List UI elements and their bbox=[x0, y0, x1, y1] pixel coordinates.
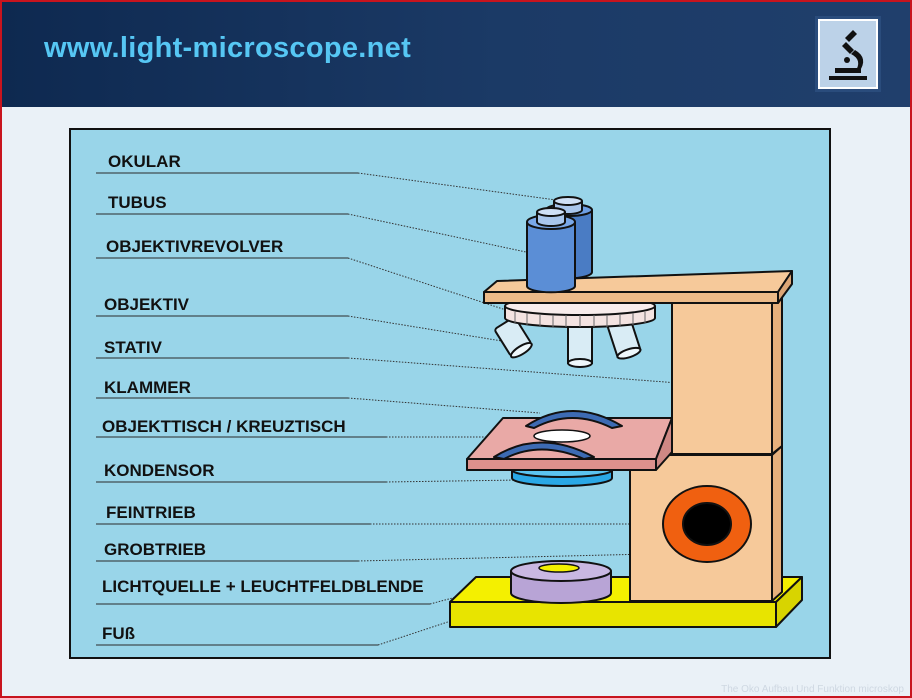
label-objekttisch: OBJEKTTISCH / KREUZTISCH bbox=[102, 417, 346, 436]
focus-knob bbox=[662, 485, 752, 563]
objectives bbox=[494, 315, 642, 368]
stage bbox=[466, 417, 673, 471]
label-okular: OKULAR bbox=[108, 152, 181, 171]
label-tubus: TUBUS bbox=[108, 193, 167, 212]
header-bar: www.light-microscope.net bbox=[2, 2, 910, 107]
label-objektivrevolver: OBJEKTIVREVOLVER bbox=[106, 237, 284, 256]
label-feintrieb: FEINTRIEB bbox=[106, 503, 196, 522]
site-url[interactable]: www.light-microscope.net bbox=[44, 32, 412, 64]
label-kondensor: KONDENSOR bbox=[104, 461, 215, 480]
label-fuss: FUß bbox=[102, 624, 136, 643]
label-grobtrieb: GROBTRIEB bbox=[104, 540, 206, 559]
stage-clips bbox=[493, 410, 623, 460]
stand-upper bbox=[671, 291, 783, 455]
microscope-icon bbox=[815, 16, 881, 92]
label-stativ: STATIV bbox=[104, 338, 162, 357]
label-klammer: KLAMMER bbox=[104, 378, 191, 397]
light-source bbox=[510, 560, 612, 604]
label-objektiv: OBJEKTIV bbox=[104, 295, 190, 314]
label-lichtquelle: LICHTQUELLE + LEUCHTFELDBLENDE bbox=[102, 577, 424, 596]
tubes bbox=[526, 196, 593, 294]
credit-text: The Oko Aufbau Und Funktion microskop bbox=[721, 684, 904, 695]
